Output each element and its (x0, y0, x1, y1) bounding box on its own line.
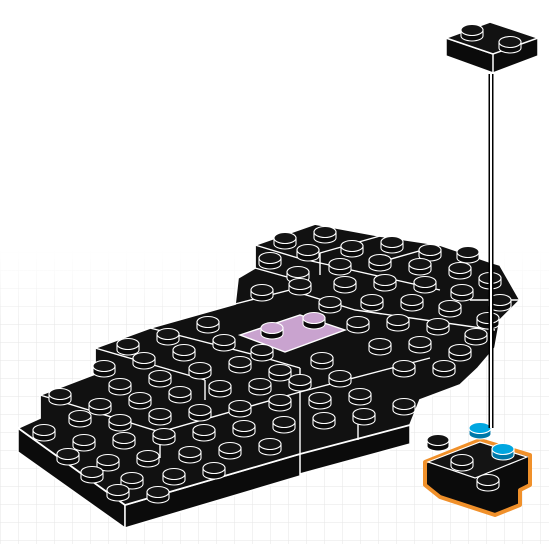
stud-icon (274, 233, 296, 250)
stud-icon (289, 279, 311, 296)
stud-icon (465, 329, 487, 346)
stud-icon (477, 475, 499, 492)
stud-icon (461, 25, 483, 42)
stud-icon (334, 277, 356, 293)
stud-icon (81, 467, 103, 484)
stud-icon (107, 485, 129, 502)
stud-icon (451, 455, 473, 472)
stud-icon (149, 371, 171, 388)
stud-icon (309, 393, 331, 410)
pink-stud-icon (261, 323, 283, 340)
stud-icon (427, 435, 449, 452)
stud-icon (341, 241, 363, 258)
stud-icon (169, 387, 191, 403)
stud-icon (133, 353, 155, 370)
stud-icon (499, 37, 521, 54)
stud-icon (311, 353, 333, 370)
stud-icon (433, 361, 455, 378)
stud-icon (229, 357, 251, 374)
stud-icon (369, 255, 391, 272)
stud-icon (157, 329, 179, 346)
stud-icon (147, 487, 169, 504)
stud-icon (251, 345, 273, 362)
stud-icon (251, 285, 273, 302)
stud-icon (149, 409, 171, 426)
stud-icon (109, 379, 131, 396)
stud-icon (349, 389, 371, 405)
stud-icon (117, 339, 139, 356)
loose-2x1-plate-icon (446, 22, 538, 73)
stud-icon (197, 317, 219, 334)
stud-icon (259, 439, 281, 456)
stud-icon (113, 433, 135, 450)
stud-icon (449, 263, 471, 280)
stud-icon (153, 429, 175, 446)
stud-icon (369, 339, 391, 356)
stud-icon (319, 297, 341, 314)
stud-icon (229, 401, 251, 418)
stud-icon (49, 389, 71, 406)
stud-icon (213, 335, 235, 352)
stud-icon (381, 237, 403, 254)
stud-icon (189, 363, 211, 380)
stud-icon (249, 379, 271, 396)
stud-icon (93, 361, 115, 378)
stud-icon (393, 399, 415, 416)
stud-icon (401, 295, 423, 312)
stud-icon (329, 259, 351, 276)
stud-icon (129, 393, 151, 410)
stud-icon (297, 245, 319, 262)
stud-icon (259, 253, 281, 270)
stud-icon (451, 285, 473, 302)
stud-icon (409, 337, 431, 354)
stud-icon (361, 295, 383, 312)
blue-stud-icon (492, 444, 514, 461)
stud-icon (163, 469, 185, 486)
stud-icon (347, 317, 369, 334)
stud-icon (289, 375, 311, 392)
stud-icon (89, 399, 111, 416)
stud-icon (173, 345, 195, 362)
stud-icon (273, 417, 295, 434)
stud-icon (427, 319, 449, 336)
stud-icon (353, 409, 375, 426)
stud-icon (439, 301, 461, 318)
stud-icon (189, 405, 211, 422)
pink-stud-icon (303, 313, 325, 330)
stud-icon (179, 447, 201, 464)
stud-icon (137, 451, 159, 468)
stud-icon (233, 421, 255, 438)
stud-icon (33, 425, 55, 442)
stud-icon (57, 449, 79, 466)
stud-icon (393, 361, 415, 378)
stud-icon (203, 463, 225, 480)
stud-icon (409, 259, 431, 276)
stud-icon (477, 313, 499, 330)
stud-icon (387, 315, 409, 332)
stud-icon (329, 371, 351, 388)
stud-icon (313, 413, 335, 430)
stud-icon (457, 247, 479, 264)
stud-icon (269, 365, 291, 382)
stud-icon (414, 277, 436, 294)
blue-stud-icon (469, 423, 491, 440)
stud-icon (314, 227, 336, 244)
stud-icon (69, 411, 91, 428)
stud-icon (269, 395, 291, 412)
stud-icon (209, 381, 231, 398)
stud-icon (73, 435, 95, 452)
stud-icon (109, 415, 131, 432)
stud-icon (219, 443, 241, 460)
stud-icon (374, 275, 396, 292)
stud-icon (449, 345, 471, 362)
stud-icon (193, 425, 215, 442)
